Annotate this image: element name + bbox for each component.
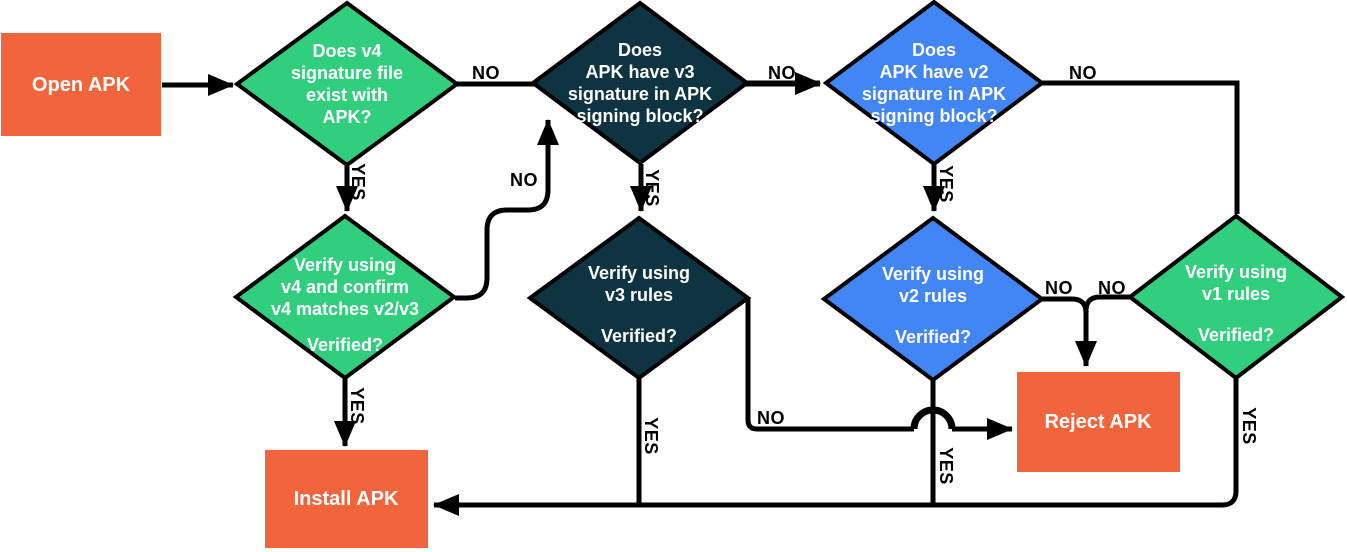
label-verifyv3-yes: YES — [641, 417, 661, 455]
verify-v3-line2: v3 rules — [605, 285, 673, 305]
verify-v2-line1: Verify using — [882, 264, 984, 284]
verify-v4-line2: v4 and confirm — [281, 277, 409, 297]
edge-verifyv2-no-to-reject — [1042, 296, 1097, 367]
v4-exists-line3: exist with — [306, 85, 388, 105]
v2-sig-line3: signature in APK — [862, 84, 1006, 104]
verify-v2-question: Verified? — [895, 327, 971, 347]
label-verifyv2-no: NO — [1045, 278, 1073, 298]
verify-v2-line2: v2 rules — [899, 286, 967, 306]
verify-v4-line1: Verify using — [294, 255, 396, 275]
edge-verifyv1-no-to-reject — [1083, 294, 1130, 321]
node-verify-v3 — [526, 215, 752, 381]
node-v2-signature — [822, 0, 1046, 167]
edge-verifyv3-no-horizontal — [745, 298, 914, 432]
reject-apk-label: Reject APK — [1044, 411, 1152, 433]
label-verifyv1-yes: YES — [1239, 407, 1259, 445]
node-verify-v2 — [820, 215, 1046, 383]
node-v3-signature — [529, 0, 751, 166]
node-verify-v4 — [232, 213, 458, 381]
v3-sig-line3: signature in APK — [568, 84, 712, 104]
verify-v1-line2: v1 rules — [1202, 284, 1270, 304]
node-v4-exists — [233, 0, 461, 168]
label-v4exists-yes: YES — [348, 163, 368, 201]
verify-v4-question: Verified? — [307, 335, 383, 355]
verify-v3-question: Verified? — [601, 326, 677, 346]
verify-v1-question: Verified? — [1198, 325, 1274, 345]
edge-v2sig-no-to-verifyv1 — [1042, 80, 1240, 214]
label-verifyv3-no: NO — [757, 408, 785, 428]
label-verifyv4-no: NO — [510, 170, 538, 190]
label-v2sig-yes: YES — [936, 165, 956, 203]
label-v4exists-no: NO — [472, 63, 500, 83]
label-v3sig-yes: YES — [642, 169, 662, 207]
v4-exists-line4: APK? — [323, 107, 372, 127]
verify-v4-line3: v4 matches v2/v3 — [271, 299, 419, 319]
v2-sig-line4: signing block? — [870, 106, 997, 126]
v3-sig-line4: signing block? — [576, 106, 703, 126]
node-install-apk — [265, 450, 428, 548]
verify-v1-line1: Verify using — [1185, 262, 1287, 282]
node-verify-v1 — [1126, 213, 1346, 381]
v3-sig-line1: Does — [618, 40, 662, 60]
label-verifyv1-no: NO — [1098, 278, 1126, 298]
v3-sig-line2: APK have v3 — [585, 62, 694, 82]
v4-exists-line2: signature file — [291, 63, 403, 83]
open-apk-label: Open APK — [32, 74, 131, 96]
node-reject-apk — [1017, 372, 1180, 472]
edge-verifyv4-no-to-v3sig — [455, 119, 559, 301]
verify-v3-line1: Verify using — [588, 263, 690, 283]
v2-sig-line1: Does — [912, 40, 956, 60]
label-v3sig-no: NO — [768, 63, 796, 83]
edge-verifyv1-yes-to-install — [433, 378, 1239, 516]
node-open-apk — [1, 33, 161, 136]
label-verifyv4-yes: YES — [347, 387, 367, 425]
label-verifyv2-yes: YES — [936, 447, 956, 485]
install-apk-label: Install APK — [294, 488, 399, 510]
v4-exists-line1: Does v4 — [312, 41, 381, 61]
v2-sig-line2: APK have v2 — [879, 62, 988, 82]
label-v2sig-no: NO — [1069, 63, 1097, 83]
